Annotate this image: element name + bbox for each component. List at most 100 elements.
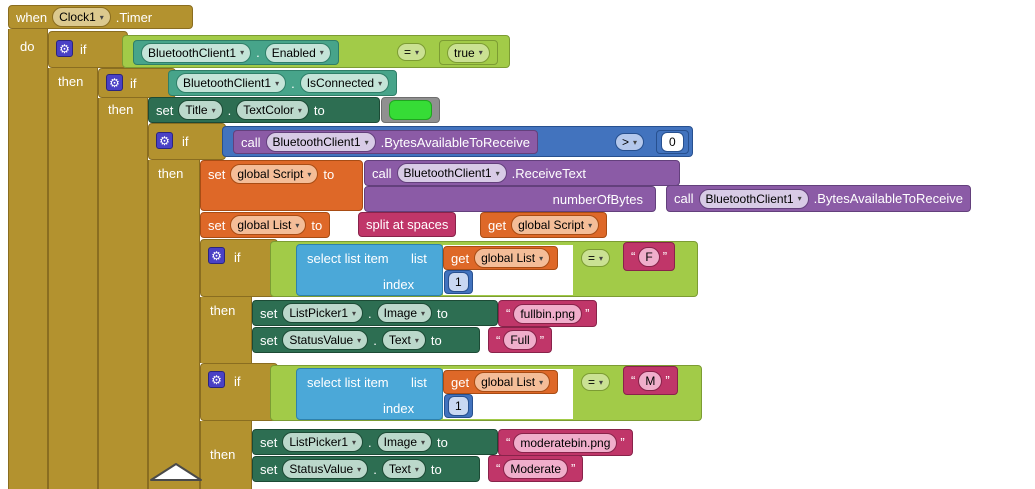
- if1-then-body[interactable]: [48, 68, 98, 489]
- expand-triangle-icon[interactable]: [146, 461, 208, 483]
- open-quote: “: [631, 373, 636, 388]
- open-quote: “: [496, 461, 501, 476]
- text-string-block-M[interactable]: “ M ”: [623, 366, 678, 395]
- string-field[interactable]: fullbin.png: [513, 303, 583, 324]
- property-dropdown[interactable]: Text: [381, 459, 426, 479]
- if1-then-label: then: [58, 74, 84, 89]
- bluetooth-enabled-getter-block[interactable]: BluetoothClient1 . Enabled: [133, 40, 339, 65]
- if3-mutator-gear-icon[interactable]: [156, 132, 173, 149]
- split-at-spaces-block[interactable]: split at spaces: [358, 212, 457, 237]
- if5-condition-equals-block[interactable]: select list item list index get global L…: [270, 365, 702, 421]
- number-field[interactable]: 1: [448, 272, 469, 292]
- string-field[interactable]: Moderate: [503, 458, 569, 479]
- set-title-textcolor-block[interactable]: set Title . TextColor to: [148, 97, 380, 123]
- greater-than-operator-dropdown[interactable]: >: [615, 133, 645, 151]
- number-one-block[interactable]: 1: [444, 394, 473, 418]
- bytes-available-call-block[interactable]: call BluetoothClient1 .BytesAvailableToR…: [233, 130, 538, 154]
- property-dropdown[interactable]: Enabled: [264, 42, 331, 63]
- if2-then-body[interactable]: [98, 98, 148, 489]
- property-dropdown[interactable]: IsConnected: [299, 73, 390, 93]
- text-string-block-fullbin[interactable]: “ fullbin.png ”: [498, 300, 598, 327]
- string-field[interactable]: M: [638, 370, 663, 391]
- equals-operator-dropdown[interactable]: =: [397, 43, 427, 61]
- if5-mutator-gear-icon[interactable]: [208, 371, 225, 388]
- variable-dropdown[interactable]: global Script: [511, 215, 600, 235]
- text-string-block-full[interactable]: “ Full ”: [488, 327, 553, 353]
- select-list-item-block[interactable]: select list item list index: [296, 368, 443, 420]
- get-global-script-block[interactable]: get global Script: [480, 212, 608, 238]
- property-dropdown[interactable]: Image: [376, 303, 433, 323]
- true-logic-block[interactable]: true: [439, 40, 498, 65]
- number-one-block[interactable]: 1: [444, 270, 473, 294]
- equals-operator-dropdown[interactable]: =: [581, 373, 611, 391]
- color-block[interactable]: [381, 97, 440, 123]
- set-statusvalue-text-block[interactable]: set StatusValue . Text to: [252, 327, 480, 353]
- variable-dropdown[interactable]: global List: [474, 372, 551, 392]
- text-string-block-F[interactable]: “ F ”: [623, 242, 676, 271]
- component-dropdown[interactable]: BluetoothClient1: [698, 188, 809, 209]
- set-keyword: set: [260, 305, 278, 321]
- true-dropdown[interactable]: true: [447, 42, 490, 63]
- if3-condition-greater-block[interactable]: call BluetoothClient1 .BytesAvailableToR…: [222, 126, 693, 157]
- if1-mutator-gear-icon[interactable]: [56, 40, 73, 57]
- equals-operator-dropdown[interactable]: =: [581, 249, 611, 267]
- if2-mutator-gear-icon[interactable]: [106, 74, 123, 91]
- property-dropdown[interactable]: Image: [376, 432, 433, 452]
- if4-mutator-gear-icon[interactable]: [208, 247, 225, 264]
- dot-separator: .: [368, 305, 372, 321]
- text-string-block-moderate[interactable]: “ Moderate ”: [488, 455, 584, 482]
- if4-condition-equals-block[interactable]: select list item list index get global L…: [270, 241, 698, 297]
- component-dropdown[interactable]: ListPicker1: [282, 303, 364, 323]
- clock-component-dropdown[interactable]: Clock1: [52, 7, 111, 27]
- number-field[interactable]: 0: [661, 132, 684, 152]
- property-dropdown[interactable]: TextColor: [236, 100, 309, 120]
- close-quote: ”: [539, 332, 545, 348]
- set-statusvalue-text-block[interactable]: set StatusValue . Text to: [252, 456, 480, 482]
- component-dropdown[interactable]: StatusValue: [282, 459, 369, 479]
- set-listpicker-image-block[interactable]: set ListPicker1 . Image to: [252, 300, 498, 326]
- to-keyword: to: [430, 461, 442, 477]
- string-field[interactable]: F: [638, 246, 660, 267]
- property-dropdown[interactable]: Text: [381, 330, 426, 350]
- get-global-list-block[interactable]: get global List: [443, 246, 559, 270]
- variable-dropdown[interactable]: global Script: [230, 164, 319, 184]
- bytes-available-call-block-2[interactable]: call BluetoothClient1 .BytesAvailableToR…: [666, 185, 971, 212]
- receivetext-call-block[interactable]: call BluetoothClient1 .ReceiveText: [364, 160, 680, 186]
- component-dropdown[interactable]: BluetoothClient1: [176, 73, 287, 93]
- set-global-script-block[interactable]: set global Script to: [200, 160, 363, 211]
- close-quote: ”: [665, 373, 670, 388]
- when-block-body[interactable]: [8, 29, 48, 489]
- component-dropdown[interactable]: BluetoothClient1: [265, 132, 376, 152]
- when-clock-timer-block[interactable]: when Clock1 .Timer: [8, 5, 193, 29]
- text-string-block-moderatebin[interactable]: “ moderatebin.png ”: [498, 429, 633, 456]
- set-global-list-block[interactable]: set global List to: [200, 212, 331, 238]
- numberofbytes-arg-label: numberOfBytes: [552, 191, 643, 207]
- variable-dropdown[interactable]: global List: [230, 215, 307, 235]
- green-color-swatch[interactable]: [389, 100, 432, 120]
- if1-condition-equals-block[interactable]: BluetoothClient1 . Enabled = true: [122, 35, 510, 68]
- string-field[interactable]: Full: [503, 330, 537, 350]
- if3-then-body[interactable]: [148, 160, 200, 489]
- component-dropdown[interactable]: Title: [178, 100, 223, 120]
- component-dropdown[interactable]: BluetoothClient1: [396, 163, 507, 183]
- get-global-list-block[interactable]: get global List: [443, 370, 559, 394]
- component-dropdown[interactable]: ListPicker1: [282, 432, 364, 452]
- number-field[interactable]: 1: [448, 396, 469, 416]
- if4-then-body[interactable]: [200, 297, 252, 363]
- method-label: .BytesAvailableToReceive: [813, 191, 963, 206]
- bluetooth-isconnected-getter-block[interactable]: BluetoothClient1 . IsConnected: [168, 70, 398, 96]
- component-dropdown[interactable]: StatusValue: [282, 330, 369, 350]
- get-keyword: get: [488, 217, 507, 233]
- receivetext-arg-row[interactable]: numberOfBytes: [364, 186, 656, 212]
- if5-then-body[interactable]: [200, 421, 252, 489]
- component-dropdown[interactable]: BluetoothClient1: [141, 42, 252, 63]
- variable-dropdown[interactable]: global List: [474, 248, 551, 268]
- close-quote: ”: [620, 435, 625, 450]
- set-listpicker-image-block[interactable]: set ListPicker1 . Image to: [252, 429, 498, 455]
- dot-separator: .: [256, 45, 260, 60]
- select-list-item-block[interactable]: select list item list index: [296, 244, 443, 296]
- number-zero-block[interactable]: 0: [656, 130, 689, 154]
- split-at-spaces-label: split at spaces: [366, 217, 449, 232]
- string-field[interactable]: moderatebin.png: [513, 432, 618, 453]
